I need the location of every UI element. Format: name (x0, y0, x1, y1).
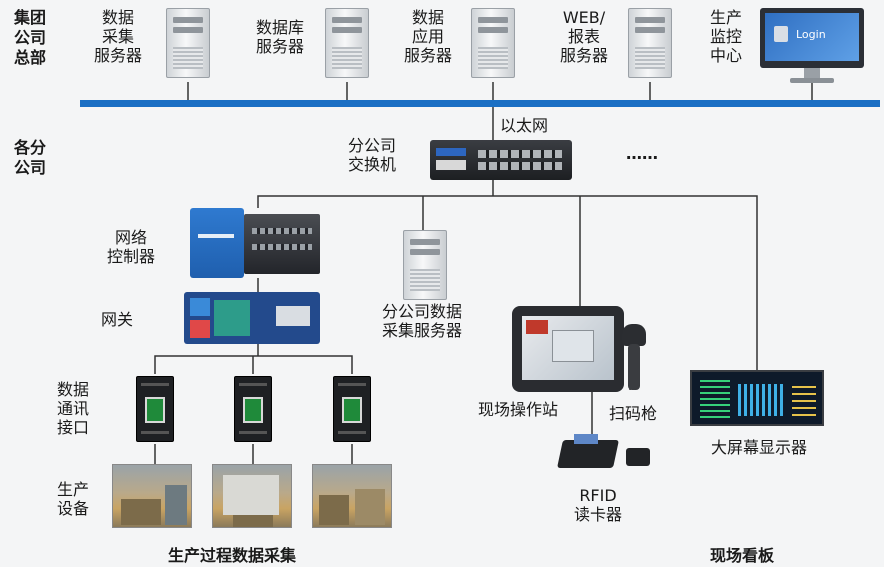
monitor-icon: Login (760, 8, 864, 84)
tier-branch-label: 各分 公司 (14, 138, 47, 177)
gateway-label: 网关 (100, 310, 133, 329)
production-data-collection-caption: 生产过程数据采集 (168, 546, 297, 565)
barcode-scanner-label: 扫码枪 (608, 404, 657, 423)
branch-switch-label: 分公司 交换机 (347, 136, 396, 174)
equipment-photo-3 (312, 464, 392, 528)
lock-icon (774, 26, 788, 42)
interface-module-1 (136, 376, 174, 442)
branch-data-server-icon (403, 230, 447, 300)
field-board-caption: 现场看板 (710, 546, 775, 565)
barcode-scanner-icon (622, 324, 646, 390)
more-ellipsis: …… (626, 144, 658, 163)
data-application-server-label: 数据 应用 服务器 (403, 8, 452, 65)
big-screen-display-icon (690, 370, 824, 426)
web-report-server-icon (628, 8, 672, 78)
gateway-icon (184, 292, 320, 344)
switch-icon (430, 140, 572, 180)
big-screen-display-label: 大屏幕显示器 (710, 438, 807, 457)
ethernet-bus (80, 100, 880, 107)
network-controller-icon (190, 208, 320, 278)
data-collection-server-icon (166, 8, 210, 78)
web-report-server-label: WEB/ 报表 服务器 (559, 8, 608, 65)
production-monitoring-center-label: 生产 监控 中心 (709, 8, 742, 65)
database-server-label: 数据库 服务器 (255, 18, 304, 56)
data-collection-server-label: 数据 采集 服务器 (93, 8, 142, 65)
production-equipment-label: 生产 设备 (56, 480, 89, 518)
ethernet-label: 以太网 (500, 116, 549, 135)
branch-link-line (257, 195, 758, 370)
network-controller-label: 网络 控制器 (106, 228, 155, 266)
rfid-reader-icon (557, 434, 656, 474)
interface-module-2 (234, 376, 272, 442)
tier-headquarters-label: 集团 公司 总部 (14, 8, 47, 67)
database-server-icon (325, 8, 369, 78)
field-workstation-label: 现场操作站 (477, 400, 558, 419)
rfid-reader-label: RFID 读卡器 (573, 486, 622, 524)
equipment-photo-1 (112, 464, 192, 528)
monitor-screen-text: Login (796, 28, 826, 41)
equipment-photo-2 (212, 464, 292, 528)
data-application-server-icon (471, 8, 515, 78)
field-workstation-icon (512, 306, 624, 392)
branch-data-server-label: 分公司数据 采集服务器 (381, 302, 462, 340)
interface-module-3 (333, 376, 371, 442)
data-comm-interface-label: 数据 通讯 接口 (56, 380, 89, 437)
